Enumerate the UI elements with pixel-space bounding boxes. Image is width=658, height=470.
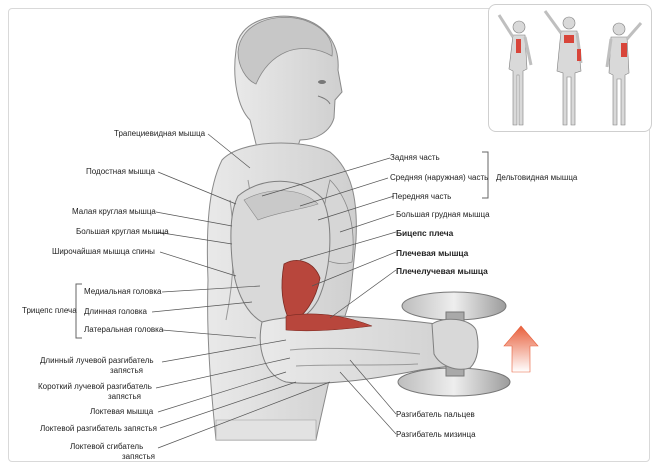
head [234, 15, 343, 153]
label-brachialis: Плечевая мышца [396, 248, 469, 258]
label-teres-minor: Малая круглая мышца [72, 207, 156, 216]
upper-arm [230, 180, 331, 326]
label-teres-major: Большая круглая мышца [76, 227, 169, 236]
label-pectoralis-major: Большая грудная мышца [396, 210, 490, 219]
inset-figures [488, 4, 652, 132]
label-triceps-group: Трицепс плеча [22, 306, 77, 315]
label-line: запястья [122, 452, 155, 461]
label-deltoid-middle: Средняя (наружная) часть [390, 173, 489, 182]
label-ext-digitorum: Разгибатель пальцев [396, 410, 475, 419]
triceps-bracket [75, 283, 82, 339]
label-ext-digiti-minimi: Разгибатель мизинца [396, 430, 476, 439]
label-trapezius: Трапециевидная мышца [114, 129, 206, 138]
label-ext-carpi-ulnaris: Локтевой разгибатель запястья [40, 424, 157, 433]
label-deltoid-anterior: Передняя часть [392, 192, 452, 201]
label-biceps: Бицепс плеча [396, 228, 454, 238]
label-latissimus: Широчайшая мышца спины [52, 247, 155, 256]
outer-frame [8, 8, 650, 462]
arrow-up-icon [503, 325, 539, 373]
label-ext-carpi-radialis-longus: Длинный лучевой разгибатель запястья [40, 356, 158, 376]
label-line: запястья [110, 366, 143, 375]
label-line: Длинный лучевой разгибатель [40, 356, 154, 365]
label-line: Локтевой сгибатель [70, 442, 144, 451]
label-anconeus: Локтевая мышца [90, 407, 154, 416]
label-deltoid-group: Дельтовидная мышца [496, 173, 578, 182]
brachioradialis-highlight [285, 313, 373, 332]
brachialis-highlight [281, 260, 321, 323]
label-long-head: Длинная головка [84, 307, 147, 316]
label-line: запястья [108, 392, 141, 401]
label-deltoid-posterior: Задняя часть [390, 153, 440, 162]
dumbbell-icon [397, 291, 511, 397]
label-lateral-head: Латеральная головка [84, 325, 164, 334]
label-medial-head: Медиальная головка [84, 287, 162, 296]
forearm [259, 313, 474, 384]
label-infraspinatus: Подостная мышца [86, 167, 155, 176]
label-flex-carpi-ulnaris: Локтевой сгибатель запястья [70, 442, 160, 462]
label-ext-carpi-radialis-brevis: Короткий лучевой разгибатель запястья [38, 382, 156, 402]
label-line: Короткий лучевой разгибатель [38, 382, 152, 391]
leader-lines [151, 133, 397, 449]
label-brachioradialis: Плечелучевая мышца [396, 266, 488, 276]
deltoid-bracket [482, 151, 489, 199]
